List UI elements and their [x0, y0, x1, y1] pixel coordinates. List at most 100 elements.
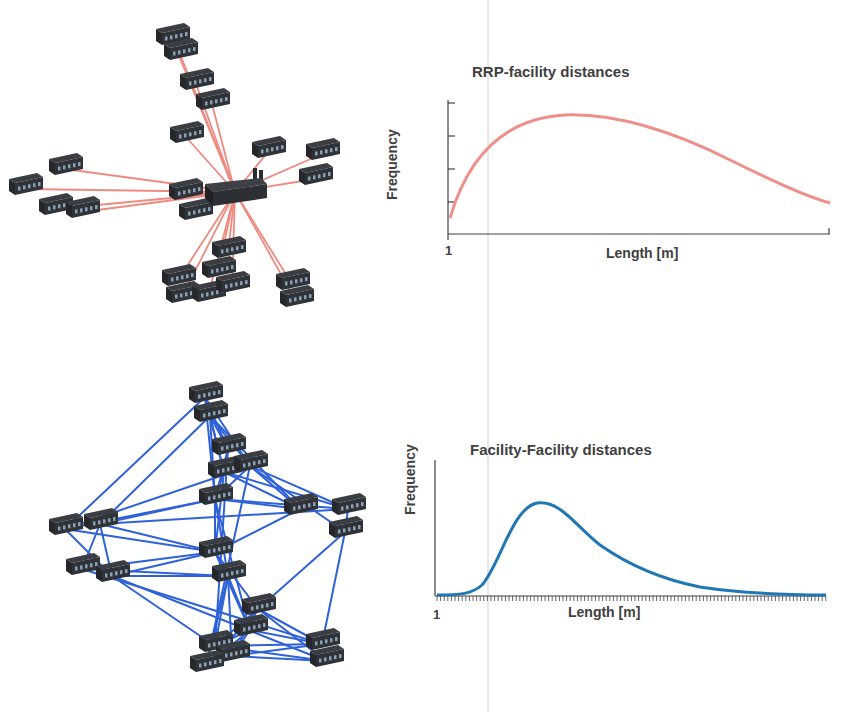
tick	[455, 596, 456, 601]
facility-link	[100, 524, 215, 552]
facility-link	[65, 529, 215, 552]
tick	[588, 596, 589, 601]
tick	[743, 596, 744, 601]
tick-label: 1	[445, 244, 452, 258]
tick	[714, 596, 715, 601]
facility-icon	[310, 645, 344, 667]
facility-icon	[216, 271, 250, 293]
rrp-links	[25, 39, 322, 301]
tick	[663, 596, 664, 601]
tick	[692, 596, 693, 601]
facility-icon	[170, 121, 204, 143]
facility-icon	[234, 450, 268, 472]
tick	[606, 596, 607, 601]
facility-icon	[49, 153, 83, 175]
facility-icon	[284, 493, 318, 515]
tick	[717, 596, 718, 601]
facility-icon	[208, 456, 242, 478]
rrp-link	[196, 84, 235, 192]
tick	[473, 596, 474, 601]
tick	[638, 596, 639, 601]
tick	[458, 596, 459, 601]
tick	[462, 596, 463, 601]
rrp-chart-axes	[448, 100, 830, 240]
tick	[491, 596, 492, 601]
tick	[782, 596, 783, 601]
tick	[469, 596, 470, 601]
tick	[732, 596, 733, 601]
tick	[476, 596, 477, 601]
tick	[498, 596, 499, 601]
rrp-link	[180, 54, 235, 192]
tick	[653, 596, 654, 601]
tick	[764, 596, 765, 601]
tick	[779, 596, 780, 601]
facility-chart-axes	[435, 460, 826, 596]
facility-icon	[179, 198, 213, 220]
facility-icon	[84, 508, 118, 530]
tick	[699, 596, 700, 601]
axis-title: Frequency	[384, 130, 399, 201]
tick	[696, 596, 697, 601]
facility-icon	[194, 400, 228, 422]
facility-link	[112, 576, 215, 646]
tick	[563, 596, 564, 601]
tick	[617, 596, 618, 601]
facility-link	[65, 397, 205, 529]
tick	[516, 596, 517, 601]
tick	[725, 596, 726, 601]
tick	[570, 596, 571, 601]
facility-icon	[280, 285, 314, 307]
tick	[599, 596, 600, 601]
tick	[789, 596, 790, 601]
tick	[620, 596, 621, 601]
tick	[584, 596, 585, 601]
tick	[804, 596, 805, 601]
tick	[768, 596, 769, 601]
tick	[440, 596, 441, 601]
minor-ticks	[437, 596, 826, 601]
facility-icon	[242, 593, 276, 615]
tick	[548, 596, 549, 601]
axis-title: Length [m]	[568, 605, 640, 620]
tick	[534, 596, 535, 601]
rrp-link	[25, 189, 235, 192]
tick	[660, 596, 661, 601]
axis-title: Frequency	[402, 445, 417, 516]
rrp-link	[172, 39, 235, 192]
facility-icon	[189, 381, 223, 403]
tick	[750, 596, 751, 601]
tick	[822, 596, 823, 601]
tick	[739, 596, 740, 601]
tick	[494, 596, 495, 601]
facility-icon	[169, 178, 203, 200]
tick	[645, 596, 646, 601]
facility-icon	[49, 513, 83, 535]
tick-label: 1	[433, 608, 440, 622]
rrp-plant-icon	[205, 168, 267, 206]
facility-distance-curve	[437, 503, 826, 595]
tick	[689, 596, 690, 601]
tick	[541, 596, 542, 601]
tick	[523, 596, 524, 601]
tick	[505, 596, 506, 601]
tick	[771, 596, 772, 601]
tick	[512, 596, 513, 601]
tick	[797, 596, 798, 601]
tick	[642, 596, 643, 601]
tick	[649, 596, 650, 601]
tick	[559, 596, 560, 601]
tick	[710, 596, 711, 601]
facility-icon	[196, 88, 230, 110]
tick	[591, 596, 592, 601]
facility-icon	[252, 136, 286, 158]
tick	[487, 596, 488, 601]
tick	[807, 596, 808, 601]
facilities	[9, 23, 366, 672]
tick	[707, 596, 708, 601]
tick	[527, 596, 528, 601]
tick	[746, 596, 747, 601]
tick	[735, 596, 736, 601]
